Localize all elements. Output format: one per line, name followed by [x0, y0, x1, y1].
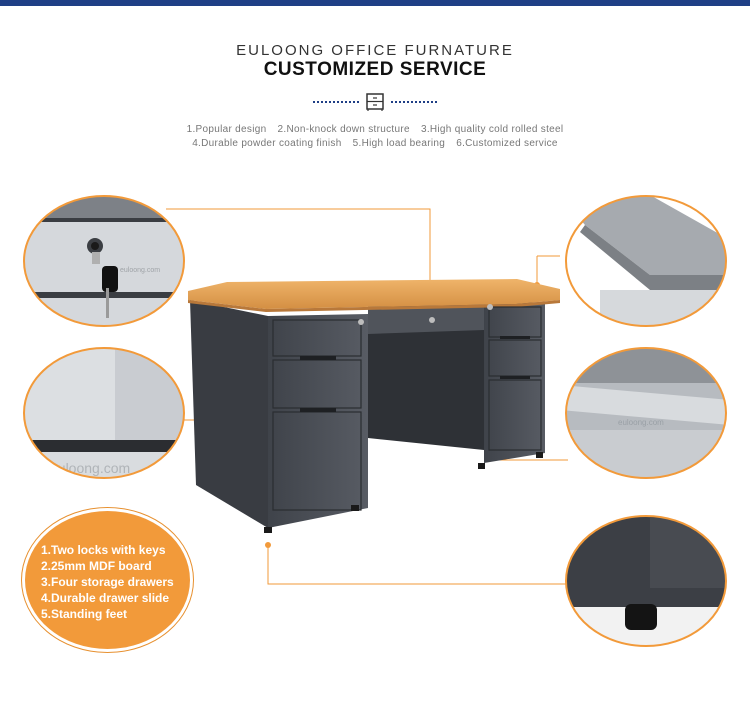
detail-drawer-slide: euloong.com: [565, 347, 727, 479]
callout-item: 4.Durable drawer slide: [41, 591, 170, 605]
feature-callout: 1.Two locks with keys 2.25mm MDF board 3…: [22, 508, 193, 652]
detail-lock-with-keys: euloong.com: [23, 195, 185, 327]
watermark-text: euloong.com: [120, 267, 160, 274]
feature-item: 2.Non-knock down structure: [277, 124, 410, 135]
office-desk: [188, 279, 560, 533]
feature-item: 5.High load bearing: [352, 138, 446, 149]
feature-list: 1.Popular design 2.Non-knock down struct…: [0, 123, 750, 151]
feature-row-1: 1.Popular design 2.Non-knock down struct…: [0, 123, 750, 137]
title-divider: [313, 93, 437, 111]
feature-item: 4.Durable powder coating finish: [192, 138, 342, 149]
callout-item: 5.Standing feet: [41, 607, 128, 621]
feature-row-2: 4.Durable powder coating finish 5.High l…: [0, 137, 750, 151]
detail-standing-feet: [565, 515, 727, 647]
page-title: CUSTOMIZED SERVICE: [263, 59, 487, 80]
feature-item: 1.Popular design: [186, 124, 267, 135]
callout-item: 2.25mm MDF board: [41, 559, 152, 573]
brand-title: EULOONG OFFICE FURNATURE: [236, 42, 514, 59]
drawer-cabinet-icon: [366, 93, 384, 111]
feature-item: 3.High quality cold rolled steel: [420, 124, 564, 135]
detail-drawer-gap: euloong.com: [23, 347, 185, 479]
feature-item: 6.Customized service: [456, 138, 558, 149]
callout-item: 1.Two locks with keys: [41, 543, 166, 557]
callout-item: 3.Four storage drawers: [41, 575, 174, 589]
watermark-text: euloong.com: [618, 418, 664, 427]
detail-mdf-board-edge: [565, 195, 727, 327]
top-bar: [0, 0, 750, 6]
